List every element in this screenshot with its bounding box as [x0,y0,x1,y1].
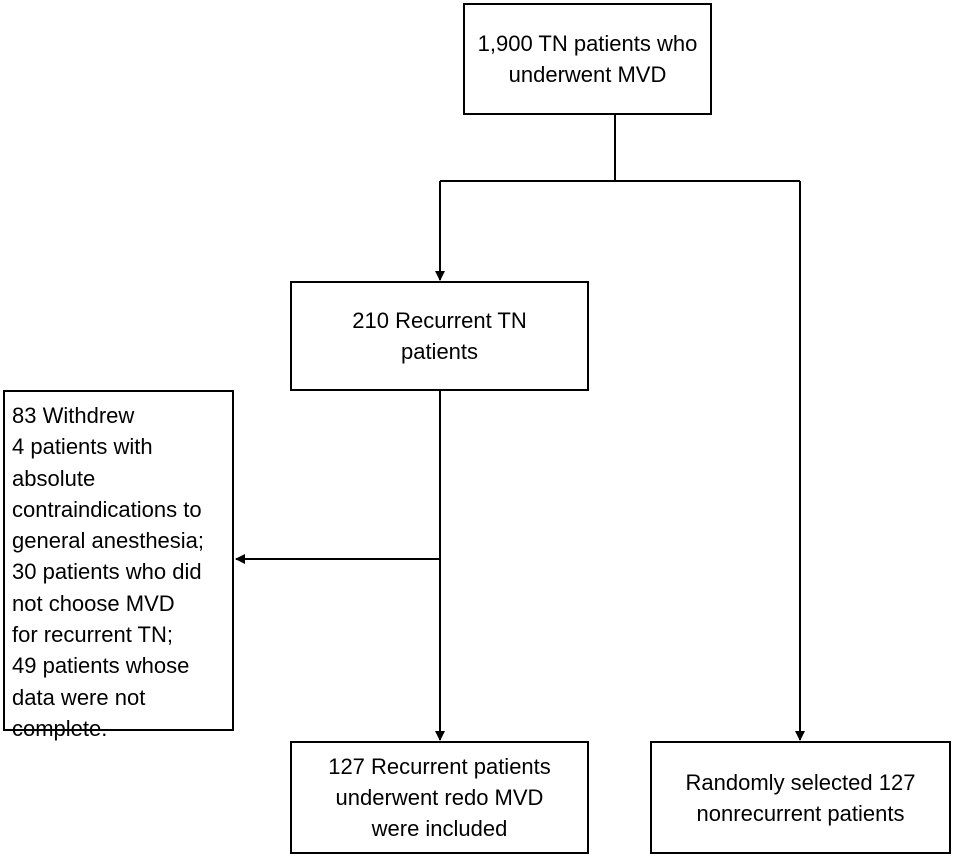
node-withdrew-line: not choose MVD [12,590,175,616]
node-recurrent-line: 210 Recurrent TN [352,308,527,333]
node-withdrew-line: general anesthesia; [12,528,205,554]
node-withdrew-line: 4 patients with [12,434,153,460]
node-included-patients: 127 Recurrent patients underwent redo MV… [290,741,589,854]
node-withdrew-line: for recurrent TN; [12,622,173,648]
node-withdrew-line: data were not [12,684,146,710]
node-included-line: 127 Recurrent patients [328,754,551,779]
node-included-line: were included [371,816,508,841]
node-withdrew-line: 83 Withdrew [12,403,135,428]
node-recurrent-patients: 210 Recurrent TN patients [290,281,589,391]
node-total-line: underwent MVD [508,62,667,87]
node-nonrecurrent-patients: Randomly selected 127 nonrecurrent patie… [650,741,951,854]
node-withdrew-line: 49 patients whose [12,653,190,679]
node-withdrew: 83 Withdrew 4 patients with absolute con… [3,390,234,741]
node-withdrew-line: absolute [12,465,96,491]
node-total-line: 1,900 TN patients who [477,31,698,56]
node-nonrecurrent-line: nonrecurrent patients [696,800,905,826]
node-withdrew-line: contraindications to [12,496,202,522]
node-withdrew-line: 30 patients who did [12,559,202,585]
node-included-line: underwent redo MVD [335,785,544,810]
node-withdrew-line: complete. [12,715,108,741]
node-total-patients: 1,900 TN patients who underwent MVD [463,3,712,115]
node-recurrent-line: patients [400,339,479,364]
node-nonrecurrent-line: Randomly selected 127 [685,769,916,795]
